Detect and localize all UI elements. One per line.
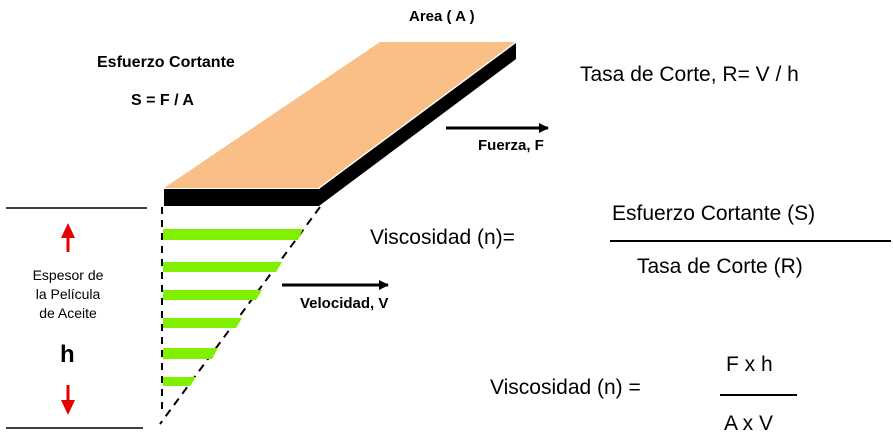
- fraction-2-numerator: F x h: [726, 353, 773, 376]
- velocity-bar: [163, 290, 262, 300]
- velocity-bar: [163, 318, 242, 328]
- thickness-up-arrow: [61, 223, 75, 252]
- shear-stress-title: Esfuerzo Cortante: [97, 54, 235, 71]
- velocity-bar: [163, 262, 282, 272]
- viscosity-label-1: Viscosidad (n)=: [370, 226, 515, 249]
- fraction-1-denominator: Tasa de Corte (R): [637, 255, 803, 278]
- velocity-bar: [163, 377, 196, 386]
- thickness-down-arrow: [61, 385, 75, 415]
- plate-front-edge: [164, 189, 319, 206]
- plate-side-edge: [319, 43, 516, 206]
- fraction-1-numerator: Esfuerzo Cortante (S): [612, 202, 816, 225]
- velocity-bar: [163, 229, 303, 240]
- film-thickness-line: la Película: [35, 286, 101, 302]
- force-label: Fuerza, F: [478, 137, 544, 154]
- fraction-2-denominator: A x V: [724, 412, 774, 435]
- velocity-label: Velocidad, V: [300, 295, 389, 312]
- shear-stress-formula: S = F / A: [131, 92, 194, 109]
- thickness-symbol: h: [60, 341, 75, 368]
- shear-rate-label: Tasa de Corte, R= V / h: [580, 63, 799, 86]
- film-thickness-line: de Aceite: [39, 305, 97, 321]
- velocity-bar: [163, 348, 218, 359]
- plate-top-surface: [164, 42, 515, 188]
- film-thickness-line: Espesor de: [32, 267, 104, 283]
- velocity-profile-line: [159, 206, 321, 425]
- area-label: Area ( A ): [409, 8, 475, 25]
- viscosity-label-2: Viscosidad (n) =: [490, 376, 641, 399]
- film-thickness-label: Espesor de la Película de Aceite: [20, 266, 116, 323]
